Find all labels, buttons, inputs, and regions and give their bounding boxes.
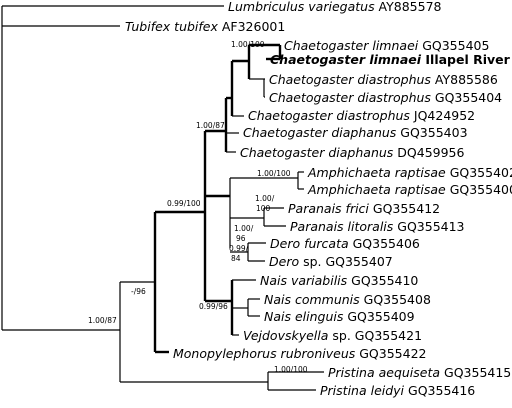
- support-value: 100: [256, 204, 271, 213]
- taxon-accession: GQ355400: [446, 182, 512, 197]
- taxon-label: Tubifex tubifex AF326001: [125, 19, 285, 34]
- taxon-accession: GQ355402: [446, 165, 512, 180]
- support-value: 0.99/: [229, 244, 249, 253]
- taxon-label: Nais communis GQ355408: [264, 292, 431, 307]
- taxon-accession: AF326001: [218, 19, 285, 34]
- taxon-accession: sp. GQ355421: [328, 328, 422, 343]
- taxon-name: Pristina aequiseta: [328, 365, 440, 380]
- taxon-label: Chaetogaster diastrophus JQ424952: [248, 108, 475, 123]
- taxon-label: Vejdovskyella sp. GQ355421: [243, 328, 422, 343]
- support-value: 1.00/: [234, 224, 254, 233]
- taxon-label: Dero furcata GQ355406: [270, 236, 420, 251]
- taxon-label: Paranais litoralis GQ355413: [290, 219, 465, 234]
- taxon-label: Chaetogaster diastrophus GQ355404: [269, 90, 502, 105]
- taxon-label: Chaetogaster diaphanus DQ459956: [240, 145, 465, 160]
- taxon-accession: AY885586: [431, 72, 498, 87]
- taxon-accession: DQ459956: [393, 145, 464, 160]
- support-value: 1.00/100: [257, 169, 291, 178]
- taxon-label: Lumbriculus variegatus AY885578: [228, 0, 442, 14]
- taxon-accession: GQ355408: [360, 292, 431, 307]
- taxon-accession: GQ355406: [349, 236, 420, 251]
- taxon-accession: GQ355409: [343, 309, 414, 324]
- taxon-name: Amphichaeta raptisae: [307, 182, 446, 197]
- support-value: 0.99/100: [167, 199, 201, 208]
- taxon-label: Chaetogaster diastrophus AY885586: [269, 72, 498, 87]
- taxon-name: Chaetogaster diastrophus: [269, 90, 431, 105]
- support-value: 0.99/96: [199, 302, 228, 311]
- taxon-accession: GQ355415: [440, 365, 511, 380]
- taxon-accession: GQ355422: [355, 346, 426, 361]
- taxon-name: Chaetogaster diaphanus: [243, 125, 397, 140]
- taxon-name: Paranais litoralis: [290, 219, 394, 234]
- taxon-name: Chaetogaster diastrophus: [269, 72, 431, 87]
- taxon-accession: GQ355404: [431, 90, 502, 105]
- taxon-accession: AY885578: [375, 0, 442, 14]
- taxon-accession: sp. GQ355407: [299, 254, 393, 269]
- taxon-accession: GQ355412: [369, 201, 440, 216]
- taxon-name: Paranais frici: [288, 201, 369, 216]
- taxon-name: Dero furcata: [270, 236, 349, 251]
- taxon-accession: Illapel River: [421, 52, 511, 67]
- taxon-name: Nais communis: [264, 292, 360, 307]
- taxon-label: Dero sp. GQ355407: [269, 254, 393, 269]
- taxon-label: Pristina leidyi GQ355416: [320, 383, 475, 398]
- taxon-name: Monopylephorus rubroniveus: [173, 346, 356, 361]
- taxon-accession: GQ355403: [396, 125, 467, 140]
- taxon-label: Nais elinguis GQ355409: [264, 309, 415, 324]
- support-value: 1.00/: [255, 194, 275, 203]
- taxon-name: Nais elinguis: [264, 309, 344, 324]
- taxon-label: Pristina aequiseta GQ355415: [328, 365, 511, 380]
- taxon-name: Pristina leidyi: [320, 383, 405, 398]
- taxon-label: Chaetogaster diaphanus GQ355403: [243, 125, 468, 140]
- support-value: 96: [236, 234, 246, 243]
- taxon-label: Paranais frici GQ355412: [288, 201, 440, 216]
- support-value: 1.00/100: [274, 365, 308, 374]
- taxon-label: Nais variabilis GQ355410: [260, 273, 418, 288]
- taxon-name: Nais variabilis: [260, 273, 348, 288]
- taxon-accession: GQ355413: [393, 219, 464, 234]
- taxon-name: Chaetogaster limnaei: [284, 38, 419, 53]
- support-value: 1.00/87: [196, 121, 225, 130]
- taxon-name: Chaetogaster diastrophus: [248, 108, 410, 123]
- taxon-label: Monopylephorus rubroniveus GQ355422: [173, 346, 426, 361]
- taxon-name: Chaetogaster diaphanus: [240, 145, 394, 160]
- taxon-accession: GQ355405: [418, 38, 489, 53]
- taxon-label: Amphichaeta raptisae GQ355402: [307, 165, 512, 180]
- taxon-name: Lumbriculus variegatus: [228, 0, 375, 14]
- taxon-name: Amphichaeta raptisae: [307, 165, 446, 180]
- taxon-label: Amphichaeta raptisae GQ355400: [307, 182, 512, 197]
- taxon-accession: JQ424952: [410, 108, 475, 123]
- taxon-label-highlighted: Chaetogaster limnaei Illapel River: [270, 52, 511, 67]
- taxon-name: Chaetogaster limnaei: [270, 52, 422, 67]
- support-value: -/96: [131, 287, 146, 296]
- taxon-name: Dero: [269, 254, 299, 269]
- support-value: 84: [231, 254, 241, 263]
- taxon-name: Tubifex tubifex: [125, 19, 218, 34]
- taxon-accession: GQ355410: [347, 273, 418, 288]
- taxon-label: Chaetogaster limnaei GQ355405: [284, 38, 489, 53]
- support-value: 1.00/87: [88, 316, 117, 325]
- tree-branches: [1, 5, 324, 391]
- taxon-name: Vejdovskyella: [243, 328, 328, 343]
- taxon-accession: GQ355416: [404, 383, 475, 398]
- support-value: 1.00/100: [231, 40, 265, 49]
